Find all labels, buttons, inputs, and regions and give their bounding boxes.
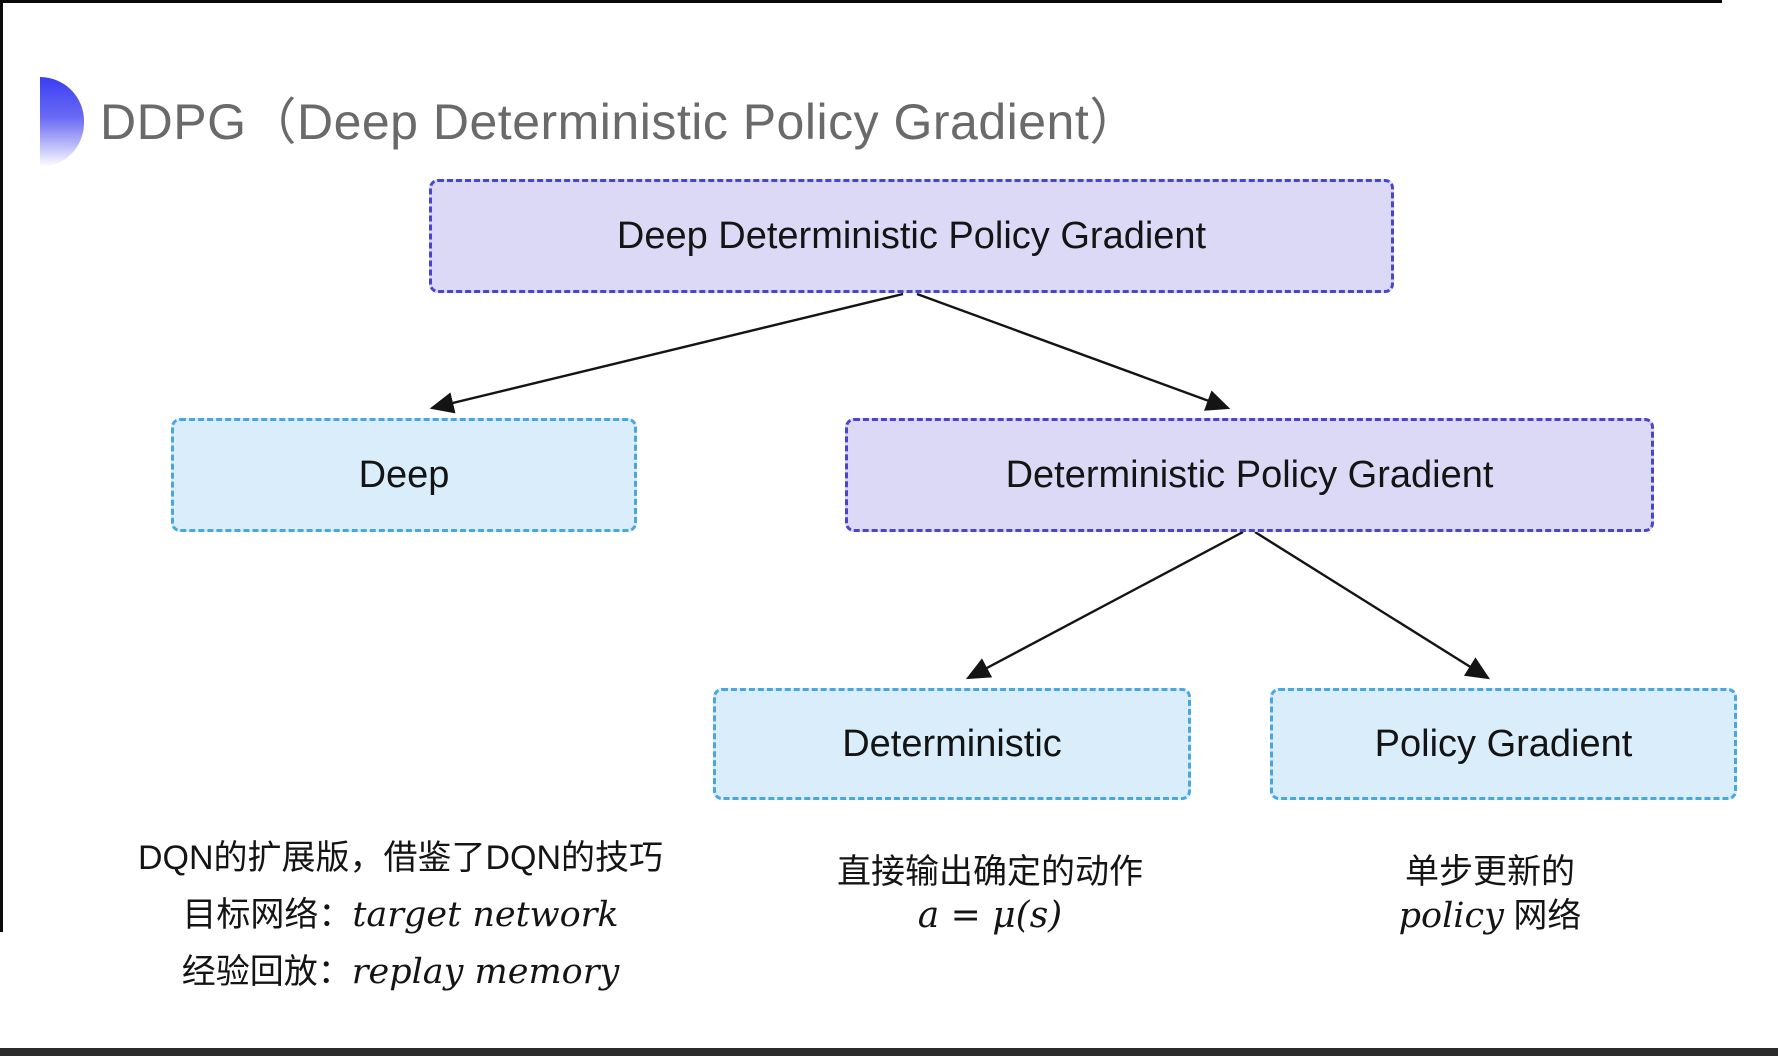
note-target-network-label: 目标网络： xyxy=(182,896,353,934)
node-label: Deep Deterministic Policy Gradient xyxy=(616,214,1207,257)
frame-bottom-edge xyxy=(0,1048,1778,1056)
page-title: DDPG（Deep Deterministic Policy Gradient） xyxy=(100,94,1140,150)
frame-top-edge xyxy=(0,0,1722,3)
note-policy-gradient: 单步更新的 policy 网络 xyxy=(1240,850,1740,938)
arrow-root-to-dpg xyxy=(916,292,1231,411)
node-label: Deep xyxy=(358,453,450,496)
note-policy-gradient-line-2: policy 网络 xyxy=(1240,894,1740,938)
note-network-label: 网络 xyxy=(1503,897,1582,935)
node-deep: Deep xyxy=(171,418,637,532)
frame-left-edge xyxy=(0,0,3,932)
note-deep-line-3: 经验回放：replay memory xyxy=(128,944,673,1001)
note-policy-gradient-line-1: 单步更新的 xyxy=(1405,853,1575,891)
node-policy-gradient: Policy Gradient xyxy=(1270,688,1737,800)
note-deterministic-formula: a = μ(s) xyxy=(917,895,1063,936)
note-deep-line-1: DQN的扩展版，借鉴了DQN的技巧 xyxy=(137,839,664,877)
blue-semicircle-bullet-icon xyxy=(40,77,84,167)
node-label: Policy Gradient xyxy=(1374,722,1633,765)
note-deep: DQN的扩展版，借鉴了DQN的技巧 目标网络：target network 经验… xyxy=(128,830,673,1001)
note-policy-term: policy xyxy=(1398,896,1504,936)
arrow-dpg-to-deterministic xyxy=(965,530,1244,680)
node-deep-deterministic-policy-gradient: Deep Deterministic Policy Gradient xyxy=(429,179,1394,293)
note-replay-memory-term: replay memory xyxy=(351,952,620,992)
node-label: Deterministic Policy Gradient xyxy=(1005,453,1494,496)
note-deterministic-line-1: 直接输出确定的动作 xyxy=(837,853,1143,891)
note-replay-memory-label: 经验回放： xyxy=(181,953,352,991)
note-deterministic: 直接输出确定的动作 a = μ(s) xyxy=(740,850,1240,938)
node-deterministic-policy-gradient: Deterministic Policy Gradient xyxy=(845,418,1654,532)
note-target-network-term: target network xyxy=(352,895,619,935)
arrow-root-to-deep xyxy=(429,292,904,414)
node-deterministic: Deterministic xyxy=(713,688,1191,800)
node-label: Deterministic xyxy=(842,722,1062,765)
arrow-dpg-to-policy-gradient xyxy=(1254,530,1491,680)
note-deep-line-2: 目标网络：target network xyxy=(128,887,673,944)
